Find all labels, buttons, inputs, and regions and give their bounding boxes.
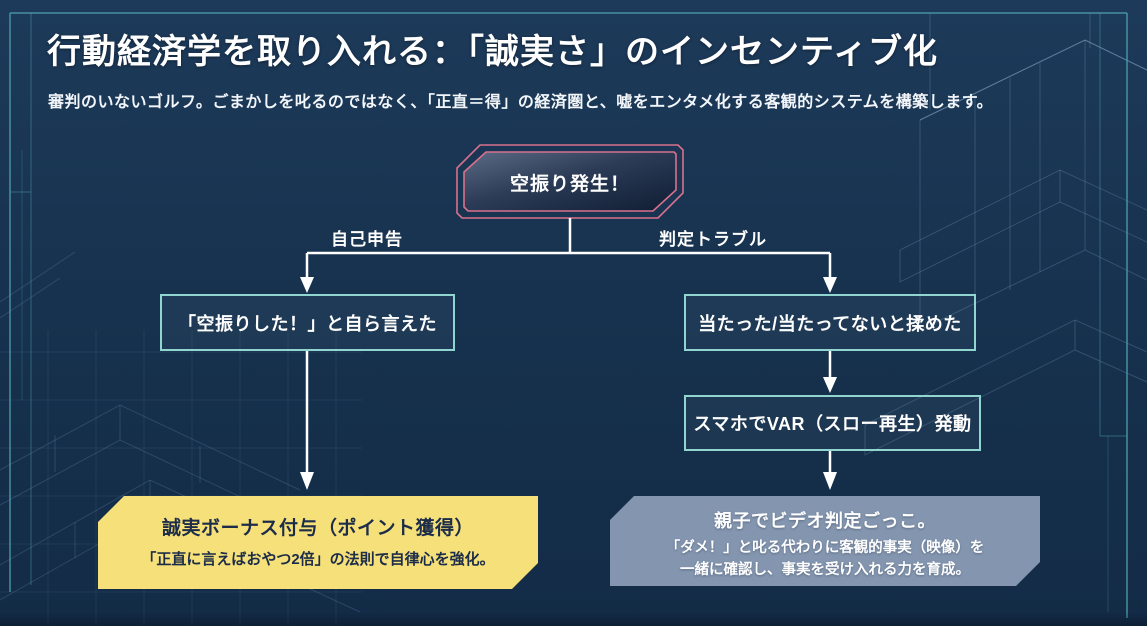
outcome-video-judging: 親子でビデオ判定ごっこ。 「ダメ！」と叱る代わりに客観的事実（映像）を 一緒に確…	[610, 496, 1040, 586]
flow-node-self-declared-label: 「空振りした！」と自ら言えた	[178, 313, 437, 334]
flow-node-root: 空振り発生！	[457, 146, 683, 218]
flow-node-root-label: 空振り発生！	[509, 173, 630, 195]
flow-node-self-declared: 「空振りした！」と自ら言えた	[160, 294, 455, 351]
outcome-video-judging-description-line2: 一緒に確認し、事実を受け入れる力を育成。	[680, 561, 970, 578]
outcome-video-judging-description-line1: 「ダメ！」と叱る代わりに客観的事実（映像）を	[665, 540, 985, 556]
flow-node-dispute: 当たった/当たってないと揉めた	[684, 294, 976, 351]
flow-node-var-label: スマホでVAR（スロー再生）発動	[693, 414, 972, 434]
branch-label-self-report: 自己申告	[331, 230, 403, 249]
outcome-honesty-bonus: 誠実ボーナス付与（ポイント獲得） 「正直に言えばおやつ2倍」の法則で自律心を強化…	[98, 496, 538, 589]
bottom-vignette	[0, 612, 1147, 626]
flow-node-var: スマホでVAR（スロー再生）発動	[684, 395, 981, 451]
outcome-honesty-bonus-title: 誠実ボーナス付与（ポイント獲得）	[161, 518, 474, 539]
branch-label-dispute: 判定トラブル	[659, 230, 767, 249]
flow-node-dispute-label: 当たった/当たってないと揉めた	[698, 313, 962, 334]
outcome-video-judging-title: 親子でビデオ判定ごっこ。	[714, 511, 936, 531]
outcome-honesty-bonus-description: 「正直に言えばおやつ2倍」の法則で自律心を強化。	[141, 551, 495, 568]
page-subtitle: 審判のいないゴルフ。ごまかしを叱るのではなく、「正直＝得」の経済圏と、嘘をエンタ…	[48, 94, 994, 111]
outcome-video-judging-description: 「ダメ！」と叱る代わりに客観的事実（映像）を 一緒に確認し、事実を受け入れる力を…	[610, 538, 1040, 582]
page-title: 行動経済学を取り入れる：「誠実さ」のインセンティブ化	[47, 33, 938, 71]
